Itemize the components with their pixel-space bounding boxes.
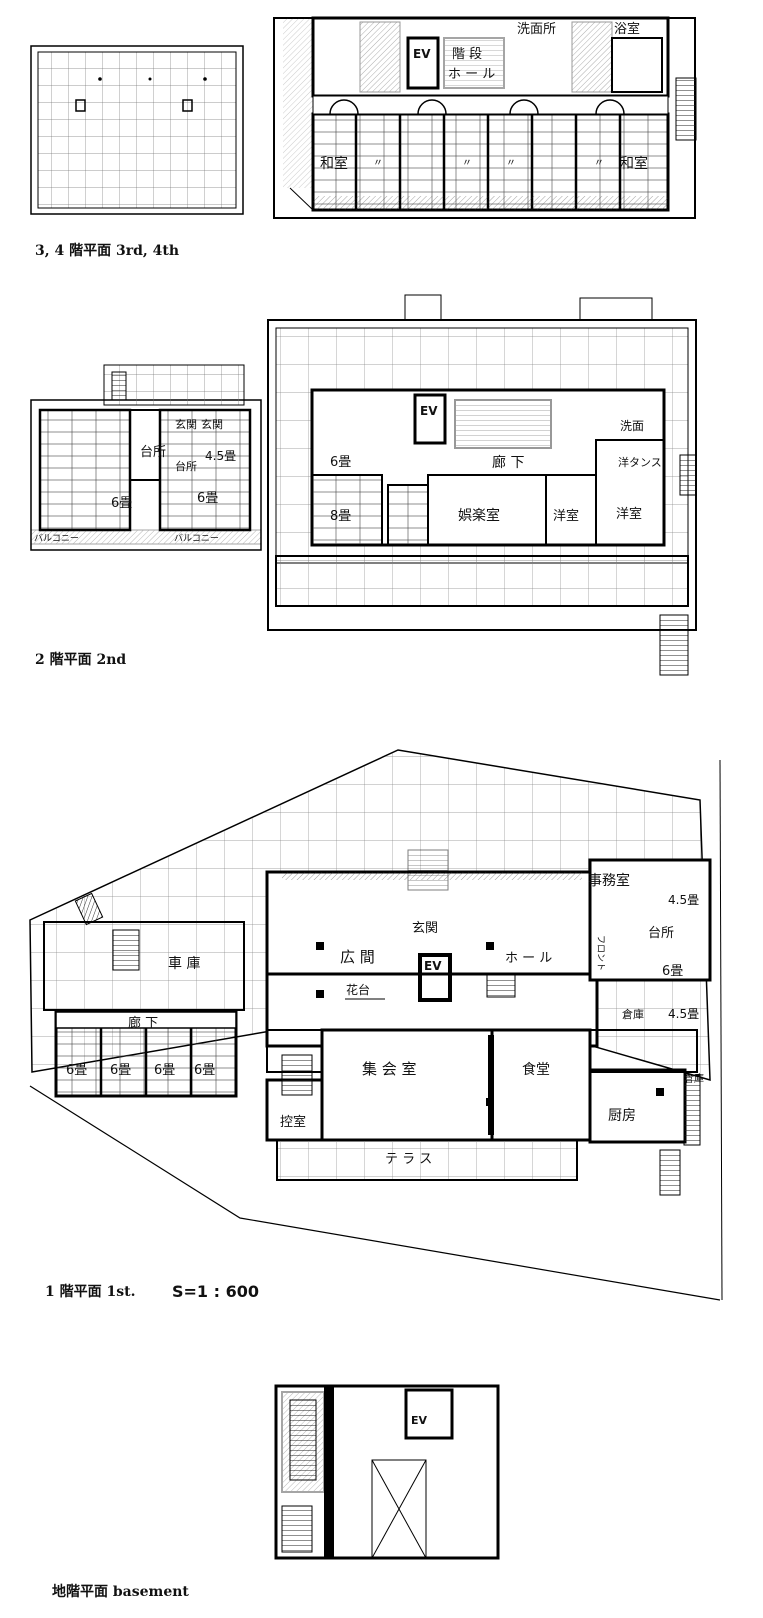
label-ditto-4: 〃	[594, 158, 604, 169]
label-front: フロント	[595, 935, 605, 971]
label-washitsu-left: 和室	[320, 155, 348, 172]
label-shukaishitsu: 集 会 室	[362, 1060, 417, 1078]
label-ditto-3: 〃	[506, 158, 516, 169]
label-senmenjo: 洗面所	[517, 22, 556, 37]
label-tatami45-b: 4.5畳	[668, 1007, 699, 1021]
label-terrace: テ ラ ス	[385, 1152, 432, 1167]
label-youdansu: 洋タンス	[618, 455, 662, 469]
caption-basement: 地階平面 basement	[52, 1583, 189, 1600]
label-tatami45-a: 4.5畳	[668, 893, 699, 907]
label-tatami6-3: 6畳	[154, 1063, 175, 1078]
label-genkan-a: 玄関	[175, 417, 197, 431]
label-jimushitsu: 事務室	[588, 872, 630, 889]
label-tatami45: 4.5畳	[205, 449, 236, 463]
label-daidokoro-b: 台所	[175, 459, 197, 473]
label-hall-1f: ホ ー ル	[505, 951, 552, 966]
label-tatami6-5: 6畳	[662, 964, 683, 979]
floor-2-labels: 玄関 玄関 台所 台所 4.5畳 6畳 6畳 バルコニー バルコニー EV 洗面…	[34, 404, 662, 544]
label-genkan-b: 玄関	[201, 417, 223, 431]
label-shako: 車 庫	[168, 955, 200, 972]
label-tatami6-c: 6畳	[330, 455, 351, 470]
label-hiroma: 広 間	[340, 948, 375, 966]
caption-floor-2: 2 階平面 2nd	[35, 651, 126, 668]
caption-scale: S=1 : 600	[172, 1282, 259, 1301]
label-kaidan: 階 段	[452, 47, 482, 62]
label-hall: ホ ー ル	[448, 67, 495, 82]
label-youshitsu-b: 洋室	[616, 506, 642, 522]
label-tatami8: 8畳	[330, 509, 351, 524]
label-ev-basement: EV	[411, 1414, 428, 1427]
label-ev-1f: EV	[424, 959, 442, 973]
label-ev-2f: EV	[420, 404, 438, 418]
label-tatami6-1: 6畳	[66, 1063, 87, 1078]
label-washitsu-right: 和室	[620, 155, 648, 172]
label-daidokoro-a: 台所	[140, 445, 166, 460]
label-souko-a: 倉庫	[622, 1007, 644, 1021]
label-ev: EV	[413, 47, 431, 61]
floor-1-labels: 車 庫 廊 下 6畳 6畳 6畳 6畳 広 間 花台 玄関 EV ホ ー ル 事…	[66, 872, 704, 1167]
label-tatami6-2: 6畳	[110, 1063, 131, 1078]
label-chuubou: 厨房	[608, 1108, 636, 1124]
label-tatami6-4: 6畳	[194, 1063, 215, 1078]
label-hikaeshitsu: 控室	[280, 1114, 306, 1130]
label-souko-b: 倉庫	[684, 1072, 704, 1085]
label-genkan-1f: 玄関	[412, 921, 438, 936]
label-tatami6-b: 6畳	[197, 491, 218, 506]
label-yokushitsu: 浴室	[614, 21, 640, 37]
floor-3-4-plan	[273, 16, 697, 219]
label-daidokoro-1f: 台所	[648, 926, 674, 941]
label-shokudou: 食堂	[522, 1061, 550, 1078]
label-rouka-1f: 廊 下	[128, 1015, 158, 1031]
floor-1-main-plan	[43, 849, 712, 1196]
label-rouka-2f: 廊 下	[492, 454, 524, 471]
roof-plan	[30, 45, 244, 215]
caption-floor-3-4: 3, 4 階平面 3rd, 4th	[35, 242, 179, 259]
label-tatami6-a: 6畳	[111, 496, 132, 511]
label-youshitsu-a: 洋室	[553, 508, 579, 524]
floor-2-annex-plan	[30, 364, 262, 551]
label-balcony-a: バルコニー	[34, 533, 79, 544]
caption-floor-1: 1 階平面 1st.	[45, 1283, 135, 1300]
label-kadai: 花台	[346, 982, 370, 997]
floor-2-main-plan	[267, 294, 697, 676]
label-senmen: 洗面	[620, 419, 644, 433]
label-gorakushitsu: 娯楽室	[458, 507, 500, 524]
floor-3-4-labels: 洗面所 浴室 EV 階 段 ホ ー ル 和室 和室 〃 〃 〃 〃	[320, 21, 648, 172]
label-balcony-b: バルコニー	[174, 533, 219, 544]
basement-plan	[274, 1384, 500, 1560]
label-ditto-1: 〃	[373, 158, 383, 169]
label-ditto-2: 〃	[462, 158, 472, 169]
